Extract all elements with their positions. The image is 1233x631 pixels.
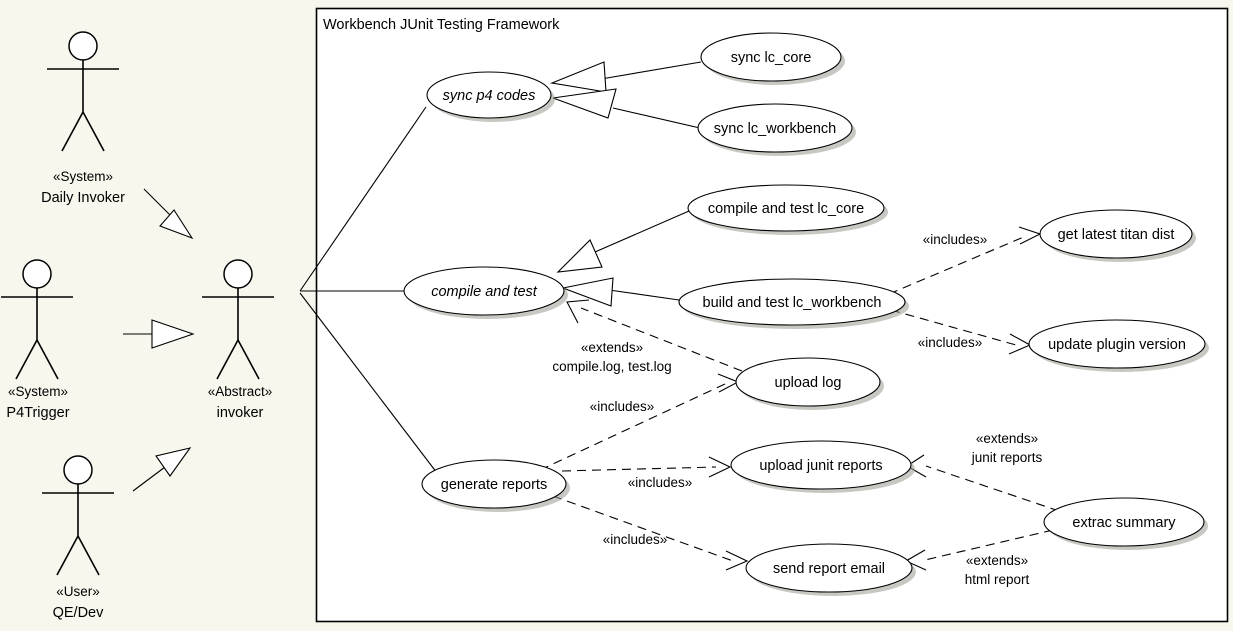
use-case-label: sync p4 codes bbox=[443, 88, 536, 104]
actor-head-icon bbox=[63, 455, 93, 485]
actor-head-icon bbox=[22, 259, 52, 289]
actor-leg-left bbox=[61, 111, 84, 152]
actor-leg-right bbox=[82, 111, 105, 152]
use-case-label: send report email bbox=[773, 561, 885, 577]
use-case-label: extrac summary bbox=[1072, 515, 1176, 531]
generalization-p4trigger-to-invoker bbox=[123, 319, 195, 349]
generalization-sync-lc-core bbox=[549, 61, 702, 93]
use-case-build-test-lc-workbench[interactable]: build and test lc_workbench bbox=[678, 278, 909, 329]
use-case-label: upload junit reports bbox=[759, 458, 882, 474]
use-case-send-report-email[interactable]: send report email bbox=[745, 543, 916, 596]
use-case-label: generate reports bbox=[441, 477, 547, 493]
association-invoker-generate-reports bbox=[299, 292, 438, 474]
use-case-sync-lc-workbench[interactable]: sync lc_workbench bbox=[697, 103, 856, 156]
actor-qe-dev[interactable]: «User» QE/Dev bbox=[42, 455, 114, 621]
relationship-label-extends-logs-detail: compile.log, test.log bbox=[552, 359, 671, 374]
relationship-label-extends-html-detail: html report bbox=[965, 572, 1030, 587]
relationship-label-includes-plugin: «includes» bbox=[918, 335, 983, 350]
use-case-update-plugin-version[interactable]: update plugin version bbox=[1028, 319, 1209, 372]
actor-leg-left bbox=[56, 535, 79, 576]
actor-p4trigger[interactable]: «System» P4Trigger bbox=[1, 259, 73, 421]
relationship-label-includes-junit: «includes» bbox=[628, 475, 693, 490]
actor-stereotype-qe-dev: «User» bbox=[56, 584, 100, 599]
frame-title: Workbench JUnit Testing Framework bbox=[323, 17, 560, 33]
relationship-label-includes-log: «includes» bbox=[590, 399, 655, 414]
actor-daily-invoker[interactable]: «System» Daily Invoker bbox=[41, 31, 125, 206]
actor-name-qe-dev: QE/Dev bbox=[53, 605, 105, 621]
actor-leg-right bbox=[36, 339, 59, 380]
use-case-sync-p4-codes[interactable]: sync p4 codes bbox=[426, 71, 555, 122]
actor-leg-right bbox=[237, 339, 260, 380]
actor-name-daily-invoker: Daily Invoker bbox=[41, 190, 125, 206]
use-case-upload-log[interactable]: upload log bbox=[735, 357, 884, 410]
use-case-upload-junit-reports[interactable]: upload junit reports bbox=[730, 440, 915, 493]
use-case-sync-lc-core[interactable]: sync lc_core bbox=[700, 32, 845, 85]
relationship-label-extends-junit: «extends» bbox=[976, 431, 1038, 446]
actor-leg-left bbox=[216, 339, 239, 380]
actor-leg-right bbox=[77, 535, 100, 576]
use-case-label: sync lc_workbench bbox=[714, 121, 837, 137]
actor-abstract-invoker[interactable]: «Abstract» invoker bbox=[202, 259, 274, 421]
use-case-label: get latest titan dist bbox=[1058, 227, 1175, 243]
use-case-label: update plugin version bbox=[1048, 337, 1186, 353]
use-case-get-latest-titan-dist[interactable]: get latest titan dist bbox=[1039, 209, 1196, 262]
generalization-qe-dev-to-invoker bbox=[132, 447, 192, 492]
actor-stereotype-p4trigger-visible: «System» bbox=[8, 384, 68, 399]
relationship-label-includes-email: «includes» bbox=[603, 532, 668, 547]
actor-leg-left bbox=[15, 339, 38, 380]
use-case-compile-test-lc-core[interactable]: compile and test lc_core bbox=[687, 184, 888, 235]
use-case-label: sync lc_core bbox=[731, 50, 812, 66]
generalization-sync-lc-workbench bbox=[552, 88, 701, 129]
use-case-label: build and test lc_workbench bbox=[703, 295, 882, 311]
include-reports-to-send-email bbox=[552, 495, 749, 571]
relationship-label-extends-html: «extends» bbox=[966, 553, 1028, 568]
use-case-extrac-summary[interactable]: extrac summary bbox=[1043, 497, 1208, 550]
actor-name-abstract-invoker: invoker bbox=[217, 405, 264, 421]
actor-stereotype-abstract-invoker: «Abstract» bbox=[208, 384, 273, 399]
relationship-label-extends-logs: «extends» bbox=[581, 340, 643, 355]
actor-name-p4trigger: P4Trigger bbox=[6, 405, 69, 421]
generalization-compile-test-lc-core bbox=[556, 210, 690, 273]
extend-upload-log-to-compile-test bbox=[566, 299, 743, 372]
use-case-label: upload log bbox=[775, 375, 842, 391]
generalization-daily-invoker-to-invoker bbox=[143, 188, 194, 240]
use-case-label: compile and test bbox=[431, 284, 538, 300]
actor-head-icon bbox=[68, 31, 98, 61]
relationship-label-includes-titan: «includes» bbox=[923, 232, 988, 247]
include-reports-to-upload-junit bbox=[561, 456, 732, 478]
use-case-generate-reports[interactable]: generate reports bbox=[421, 459, 570, 512]
use-case-compile-and-test[interactable]: compile and test bbox=[403, 266, 568, 319]
actor-head-icon bbox=[223, 259, 253, 289]
generalization-build-test-lc-wb bbox=[561, 277, 680, 307]
association-invoker-sync-p4-codes bbox=[299, 106, 427, 292]
relationship-label-extends-junit-detail: junit reports bbox=[971, 450, 1043, 465]
actor-stereotype-daily-invoker: «System» bbox=[53, 169, 113, 184]
use-case-label: compile and test lc_core bbox=[708, 201, 864, 217]
